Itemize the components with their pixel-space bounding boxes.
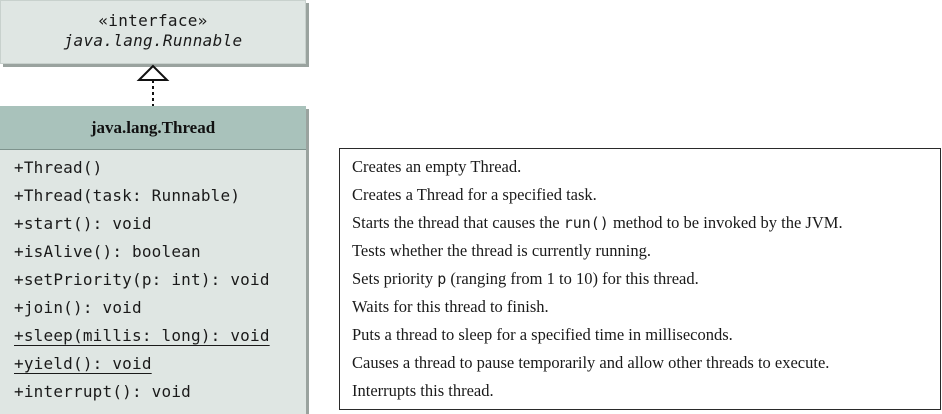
interface-box: «interface» java.lang.Runnable <box>0 0 306 64</box>
member-sleep: +sleep(millis: long): void <box>14 326 270 345</box>
interface-name: java.lang.Runnable <box>63 31 243 50</box>
class-members: +Thread() +Thread(task: Runnable) +start… <box>0 150 306 414</box>
member-yield: +yield(): void <box>14 354 152 373</box>
member-thread-task-constructor: +Thread(task: Runnable) <box>14 186 241 205</box>
description-line: Starts the thread that causes the run() … <box>352 213 843 232</box>
member-isalive: +isAlive(): boolean <box>14 242 201 261</box>
member-setpriority: +setPriority(p: int): void <box>14 270 270 289</box>
realization-arrow <box>136 64 170 106</box>
description-line: Creates a Thread for a specified task. <box>352 185 597 204</box>
class-header: java.lang.Thread <box>0 106 306 150</box>
member-join: +join(): void <box>14 298 142 317</box>
description-line: Puts a thread to sleep for a specified t… <box>352 325 733 344</box>
description-box: Creates an empty Thread. Creates a Threa… <box>339 148 941 410</box>
description-line: Waits for this thread to finish. <box>352 297 549 316</box>
description-line: Tests whether the thread is currently ru… <box>352 241 651 260</box>
description-line: Creates an empty Thread. <box>352 157 522 176</box>
description-line: Causes a thread to pause temporarily and… <box>352 353 830 372</box>
interface-stereotype: «interface» <box>98 11 208 30</box>
code-run: run() <box>563 214 609 232</box>
member-start: +start(): void <box>14 214 152 233</box>
arrow-head-icon <box>136 64 170 81</box>
member-thread-constructor: +Thread() <box>14 158 103 177</box>
description-line: Interrupts this thread. <box>352 381 494 400</box>
description-line: Sets priority p (ranging from 1 to 10) f… <box>352 269 699 288</box>
code-p: p <box>437 270 447 288</box>
member-interrupt: +interrupt(): void <box>14 382 191 401</box>
class-name: java.lang.Thread <box>90 118 216 137</box>
